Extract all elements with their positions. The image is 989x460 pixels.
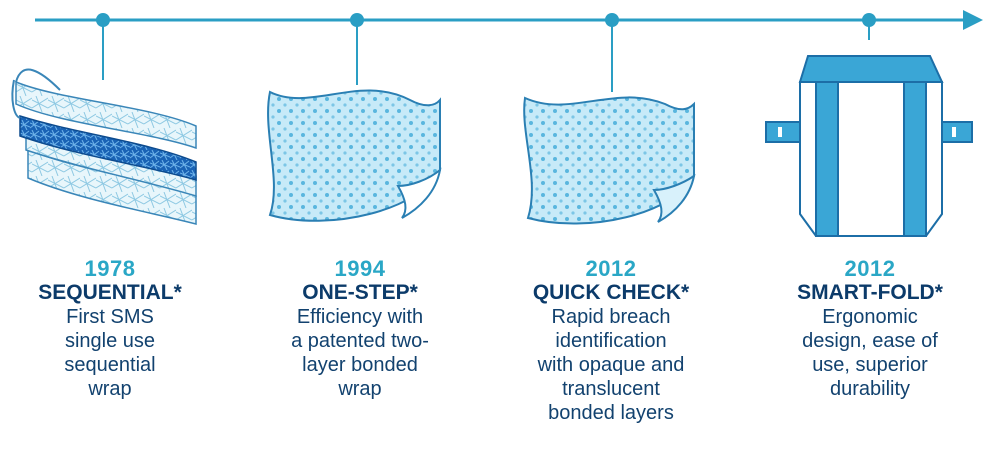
milestone-year: 1994	[334, 256, 386, 281]
milestone-year: 2012	[585, 256, 637, 281]
milestone-caption: 1978 SEQUENTIAL* First SMS single use se…	[0, 257, 230, 401]
milestone-description: Ergonomic design, ease of use, superior …	[802, 306, 938, 400]
milestone-name: SEQUENTIAL*	[38, 281, 182, 304]
milestone-description: First SMS single use sequential wrap	[64, 306, 156, 400]
milestone-name: SMART-FOLD*	[797, 281, 943, 304]
dotted-sheet-icon	[267, 89, 442, 222]
milestone-caption: 2012 QUICK CHECK* Rapid breach identific…	[491, 257, 731, 425]
timeline-arrow-icon	[963, 10, 983, 30]
layered-fabric-icon	[11, 68, 197, 225]
folded-wrap-icon	[765, 55, 973, 237]
milestone-caption: 1994 ONE-STEP* Efficiency with a patente…	[240, 257, 480, 401]
milestone-caption: 2012 SMART-FOLD* Ergonomic design, ease …	[750, 257, 989, 401]
milestone-1994: 1994 ONE-STEP* Efficiency with a patente…	[240, 0, 480, 460]
milestone-description: Rapid breach identification with opaque …	[537, 306, 685, 424]
milestone-name: ONE-STEP*	[302, 281, 418, 304]
milestone-2012-quick-check: 2012 QUICK CHECK* Rapid breach identific…	[491, 0, 731, 460]
milestone-year: 1978	[84, 256, 136, 281]
dotted-sheet-icon	[523, 96, 696, 225]
milestone-name: QUICK CHECK*	[532, 281, 690, 304]
milestone-description: Efficiency with a patented two-layer bon…	[291, 306, 429, 400]
milestone-1978: 1978 SEQUENTIAL* First SMS single use se…	[0, 0, 230, 460]
milestone-2012-smart-fold: 2012 SMART-FOLD* Ergonomic design, ease …	[750, 0, 989, 460]
milestone-year: 2012	[844, 256, 896, 281]
